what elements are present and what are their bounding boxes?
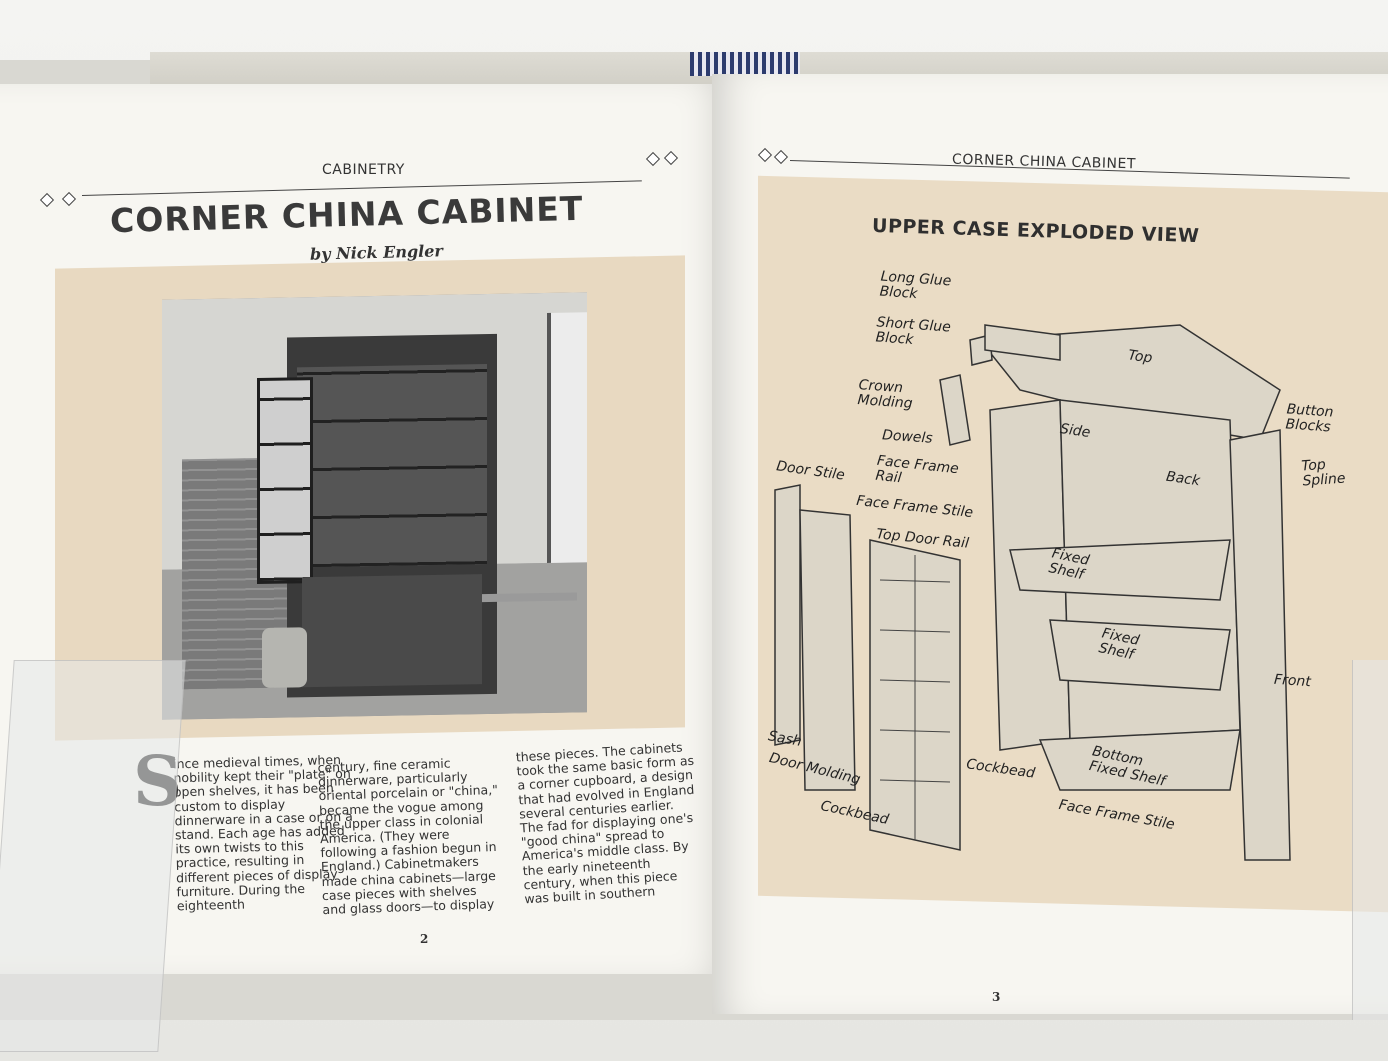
- fixed-shelf: [1049, 619, 1231, 691]
- body-text: century, fine ceramic dinnerware, partic…: [317, 755, 499, 918]
- body-column-3: these pieces. The cabinets took the same…: [515, 739, 704, 907]
- body-column-2: century, fine ceramic dinnerware, partic…: [317, 755, 502, 918]
- front-stile: [1229, 429, 1291, 861]
- left-page-header: CABINETRY: [322, 162, 405, 178]
- label-top-spline: Top Spline: [1300, 456, 1347, 490]
- acrylic-book-stand-right: [1352, 660, 1388, 1020]
- label-top: Top: [1127, 347, 1154, 367]
- left-page-number: 2: [420, 932, 429, 946]
- fixed-shelf: [1009, 539, 1231, 601]
- bottom-fixed-shelf: [1038, 729, 1241, 791]
- body-text: these pieces. The cabinets took the same…: [515, 739, 695, 907]
- label-button-blocks: Button Blocks: [1285, 401, 1334, 436]
- acrylic-book-stand-left: [0, 660, 186, 1052]
- label-crown-molding: Crown Molding: [857, 377, 914, 412]
- door-sash: [799, 509, 856, 791]
- label-front: Front: [1273, 671, 1312, 691]
- label-short-glue-block: Short Glue Block: [875, 314, 952, 349]
- right-page-number: 3: [992, 990, 1001, 1004]
- exploded-view-drawing: [774, 324, 1291, 861]
- cabinet-photo: [162, 292, 587, 720]
- label-long-glue-block: Long Glue Block: [879, 268, 952, 303]
- long-glue-block: [984, 324, 1061, 361]
- door-stile: [774, 484, 801, 746]
- book-spine-headband: [690, 52, 800, 76]
- crown-molding: [939, 374, 971, 446]
